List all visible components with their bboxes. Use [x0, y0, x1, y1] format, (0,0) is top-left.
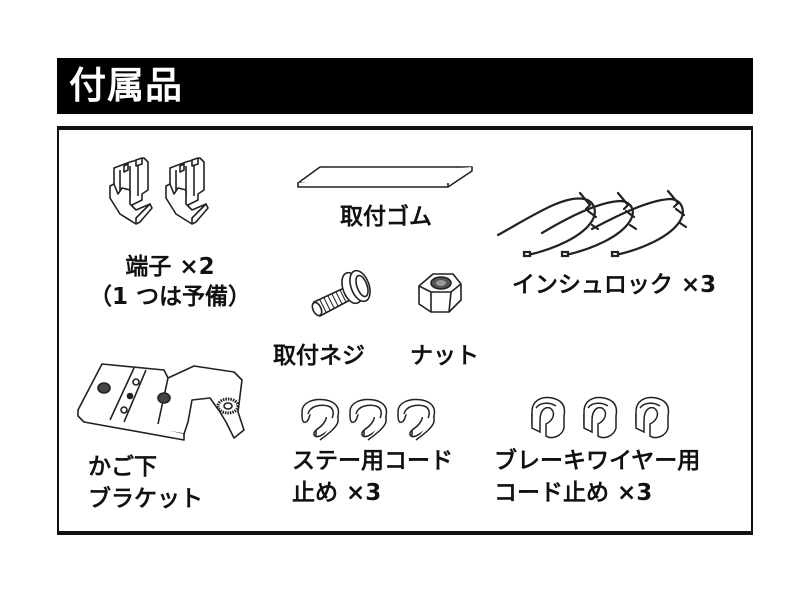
mounting-screw-label: 取付ネジ — [273, 343, 365, 369]
section-header: 付属品 — [57, 58, 753, 114]
bracket-icon — [74, 360, 245, 450]
section-title: 付属品 — [69, 64, 183, 107]
nut-label: ナット — [410, 343, 479, 369]
brake-wire-clip-label-line2: コード止め ×3 — [494, 480, 653, 506]
cable-tie-icon — [494, 185, 694, 269]
bracket-label-line1: かご下 — [88, 454, 157, 480]
stay-cord-clip-label-line1: ステー用コード — [292, 448, 453, 474]
stay-cord-clip-label-line2: 止め ×3 — [292, 480, 382, 506]
screw-icon — [306, 266, 386, 330]
cord-clip-icon — [528, 394, 678, 446]
brake-wire-clip-label-line1: ブレーキワイヤー用 — [494, 448, 701, 474]
terminal-label: 端子 ×2 — [125, 254, 215, 280]
hex-nut-icon — [415, 270, 465, 320]
terminal-note: （1 つは予備） — [88, 284, 251, 310]
mounting-rubber-label: 取付ゴム — [340, 204, 432, 230]
rubber-strip-icon — [296, 163, 476, 197]
terminal-connector-icon — [100, 148, 220, 242]
cable-tie-label: インシュロック ×3 — [511, 272, 717, 298]
cord-clip-icon — [298, 396, 448, 444]
accessories-panel — [57, 126, 753, 535]
bracket-label-line2: ブラケット — [88, 486, 203, 512]
